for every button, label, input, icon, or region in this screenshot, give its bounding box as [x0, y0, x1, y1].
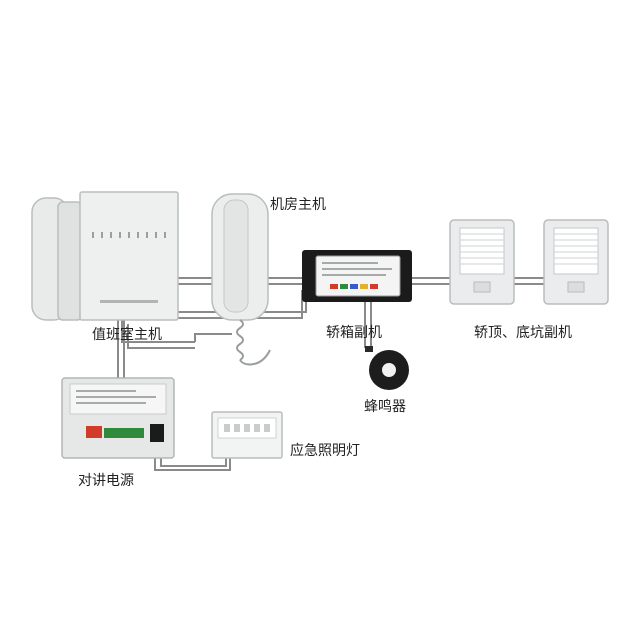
power-terminal-green: [104, 428, 144, 438]
duty-room-host-device: [31, 191, 179, 321]
duty-panel-indicators: [92, 232, 166, 238]
pit-sub-unit-grille: [553, 227, 599, 275]
label-intercom-power: 对讲电源: [78, 473, 134, 489]
power-switch: [150, 424, 164, 442]
car-sub-unit-color-terminals: [330, 284, 378, 289]
label-top-pit-sub-units: 轿顶、底坑副机: [474, 325, 572, 341]
duty-panel-caption-strip: [100, 300, 158, 303]
machine-room-host-device: [211, 193, 271, 366]
label-machine-room-host: 机房主机: [270, 197, 326, 213]
pit-sub-unit-device: [543, 219, 609, 305]
duty-handset-cradle: [57, 201, 83, 321]
top-sub-unit-grille: [459, 227, 505, 275]
buzzer-device: [365, 346, 409, 390]
car-sub-unit-device: [302, 250, 412, 302]
buzzer-center: [382, 363, 396, 377]
emergency-light-device: [211, 411, 283, 459]
power-label-area: [69, 383, 167, 415]
car-sub-unit-text-lines: [322, 262, 392, 276]
machine-host-handset: [223, 199, 249, 313]
label-emergency-light: 应急照明灯: [290, 443, 360, 459]
label-duty-room-host: 值班室主机: [92, 327, 162, 343]
top-sub-unit-device: [449, 219, 515, 305]
coiled-cord: [236, 319, 271, 366]
intercom-power-device: [61, 377, 175, 459]
power-terminal-red: [86, 426, 102, 438]
label-car-sub-unit: 轿箱副机: [326, 325, 382, 341]
label-buzzer: 蜂鸣器: [364, 399, 406, 415]
duty-panel: [79, 191, 179, 321]
